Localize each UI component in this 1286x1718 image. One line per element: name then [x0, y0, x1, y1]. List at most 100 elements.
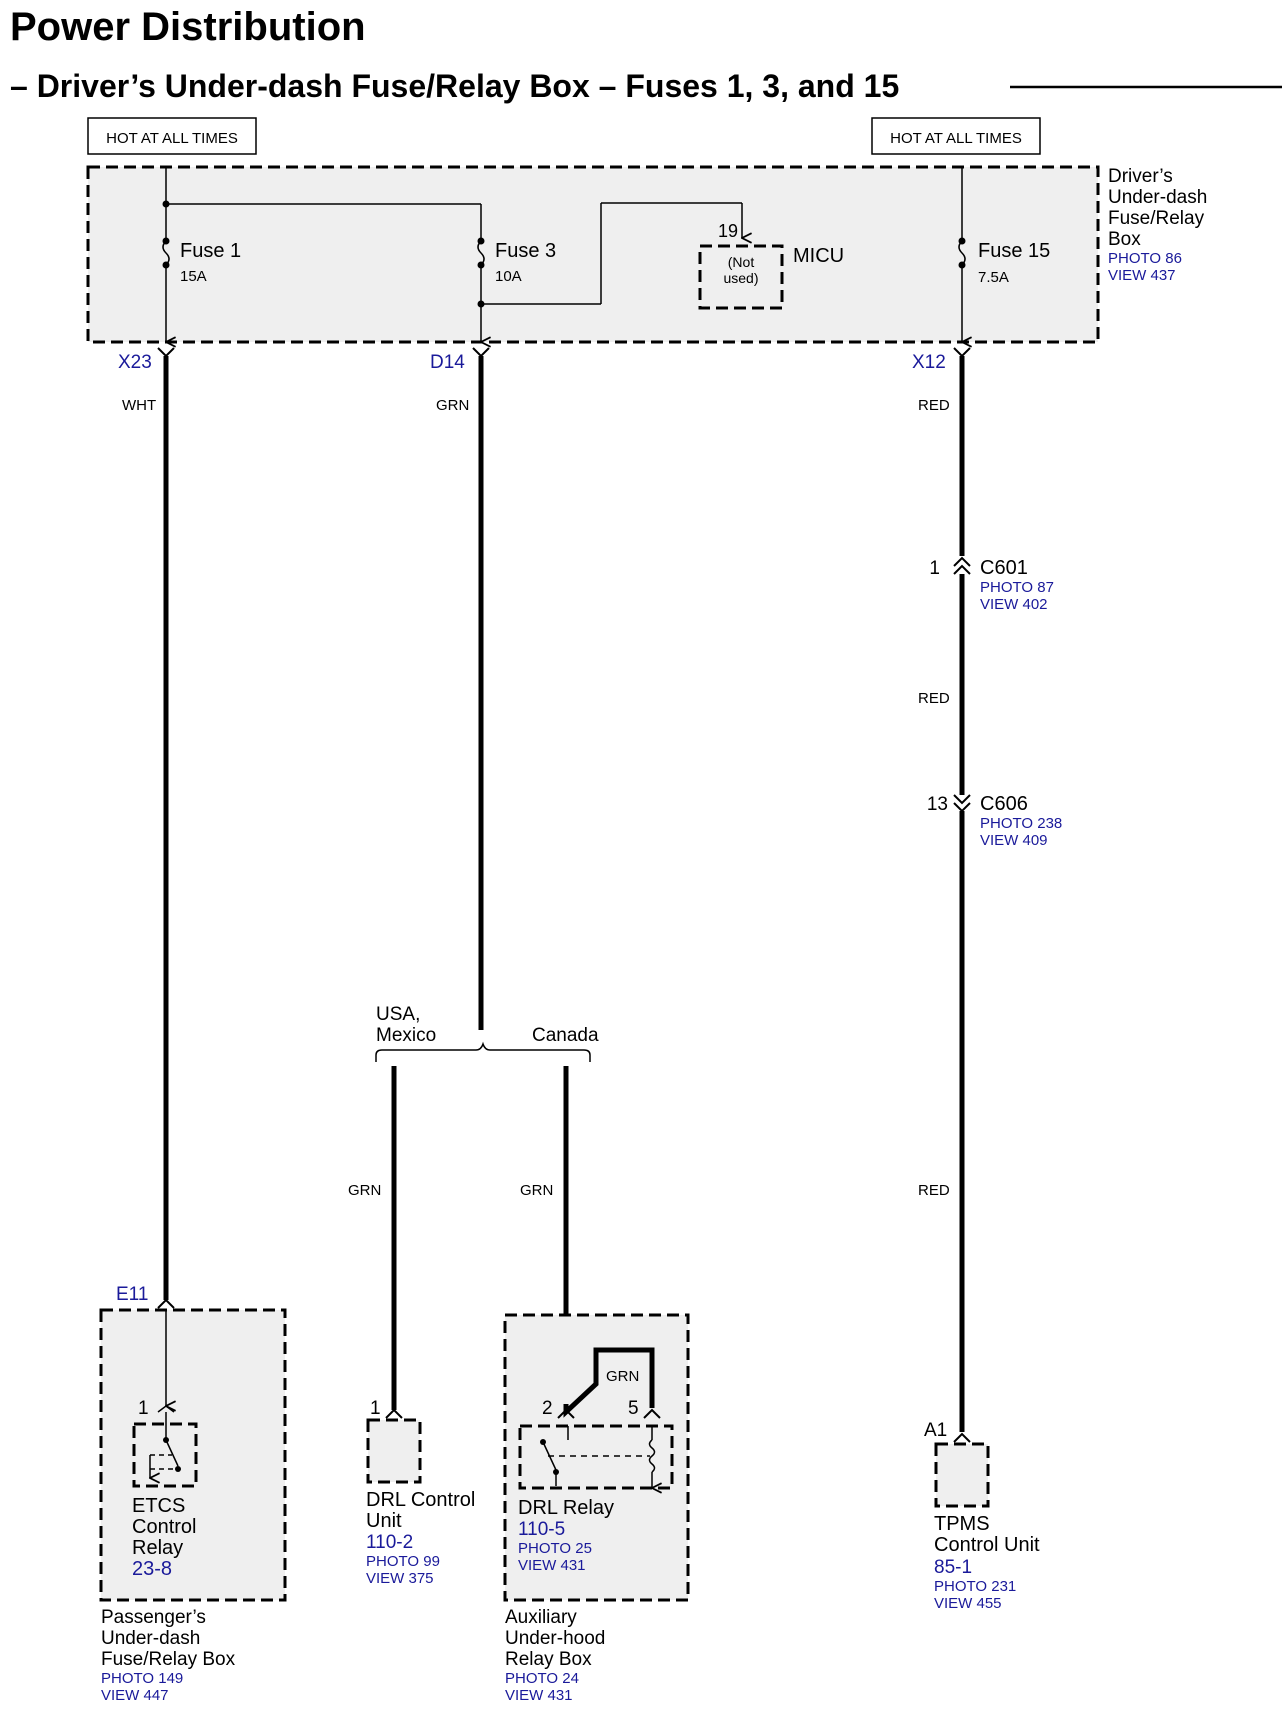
svg-text:VIEW 375: VIEW 375: [366, 1570, 434, 1587]
etcs-pin: 1: [138, 1398, 149, 1419]
svg-text:PHOTO 99: PHOTO 99: [366, 1553, 440, 1570]
svg-text:85-1: 85-1: [934, 1557, 972, 1578]
svg-text:110-5: 110-5: [518, 1519, 565, 1540]
fuse-15-label: Fuse 15: [978, 240, 1050, 262]
svg-text:Under-hood: Under-hood: [505, 1628, 605, 1649]
svg-text:VIEW 402: VIEW 402: [980, 596, 1048, 613]
tpms-pin: A1: [924, 1420, 947, 1441]
driver-box-label: Driver’s Under-dash Fuse/Relay Box PHOTO…: [1108, 166, 1207, 284]
micu-note-line-1: (Not: [728, 254, 755, 270]
etcs-ref: 23-8: [132, 1558, 172, 1580]
drl-control-terminal: [385, 1408, 403, 1419]
drl-control-label: DRL Control Unit 110-2 PHOTO 99 VIEW 375: [366, 1489, 475, 1587]
wire-color-red-2: RED: [918, 690, 950, 707]
wire-color-red-3: RED: [918, 1182, 950, 1199]
terminal-x12: X12: [912, 352, 946, 373]
fuse-1-label: Fuse 1: [180, 240, 241, 262]
fuse-3-label: Fuse 3: [495, 240, 556, 262]
svg-text:DRL Relay: DRL Relay: [518, 1497, 614, 1519]
svg-text:TPMS: TPMS: [934, 1513, 990, 1535]
svg-text:PHOTO 87: PHOTO 87: [980, 579, 1054, 596]
wire-grn-main: [472, 347, 490, 1030]
hot-label-box-right: [871, 117, 1041, 155]
svg-text:PHOTO 86: PHOTO 86: [1108, 250, 1182, 267]
svg-text:Auxiliary: Auxiliary: [505, 1607, 577, 1628]
drl-relay-pin-5: 5: [628, 1398, 639, 1419]
page-title: Power Distribution: [10, 5, 366, 49]
branch-canada: Canada: [532, 1025, 599, 1046]
drl-relay-label: DRL Relay 110-5 PHOTO 25 VIEW 431: [518, 1497, 614, 1574]
aux-box-label: Auxiliary Under-hood Relay Box PHOTO 24 …: [505, 1607, 605, 1704]
terminal-e11: E11: [116, 1284, 148, 1305]
drl-control-unit: [366, 1418, 422, 1484]
etcs-line-1: ETCS: [132, 1495, 185, 1517]
wire-color-grn-left: GRN: [348, 1182, 381, 1199]
micu-note-line-2: used): [723, 270, 758, 286]
svg-text:Under-dash: Under-dash: [1108, 187, 1207, 208]
micu-box: [698, 244, 784, 310]
branch-usa-line-2: Mexico: [376, 1025, 436, 1046]
svg-text:110-2: 110-2: [366, 1532, 413, 1553]
svg-text:PHOTO 149: PHOTO 149: [101, 1670, 183, 1687]
svg-text:13: 13: [927, 794, 948, 815]
svg-text:C601: C601: [980, 557, 1028, 579]
terminal-d14: D14: [430, 352, 465, 373]
svg-text:VIEW 431: VIEW 431: [518, 1557, 586, 1574]
svg-text:Passenger’s: Passenger’s: [101, 1607, 206, 1628]
fuse-3: [477, 237, 485, 343]
branch-split: [375, 1041, 591, 1062]
terminal-x23: X23: [118, 352, 152, 373]
svg-text:VIEW 437: VIEW 437: [1108, 267, 1176, 284]
svg-text:1: 1: [929, 558, 940, 579]
svg-text:PHOTO 231: PHOTO 231: [934, 1578, 1016, 1595]
wire-wht: [157, 347, 175, 1300]
hot-label-box-left: [87, 117, 257, 155]
passenger-box-label: Passenger’s Under-dash Fuse/Relay Box PH…: [101, 1607, 236, 1704]
micu-label: MICU: [793, 245, 844, 267]
wire-color-wht: WHT: [122, 397, 156, 414]
fuse-15-rating: 7.5A: [978, 269, 1009, 286]
svg-text:C606: C606: [980, 793, 1028, 815]
svg-text:Box: Box: [1108, 229, 1141, 250]
etcs-relay-wiring: [132, 1310, 198, 1488]
svg-text:Unit: Unit: [366, 1510, 402, 1532]
wire-color-grn-main: GRN: [436, 397, 469, 414]
connector-c606: 13 C606 PHOTO 238 VIEW 409: [927, 793, 1062, 849]
page-subtitle: – Driver’s Under-dash Fuse/Relay Box – F…: [10, 68, 899, 104]
svg-text:PHOTO 238: PHOTO 238: [980, 815, 1062, 832]
etcs-line-3: Relay: [132, 1537, 183, 1559]
driver-fuse-box: [86, 165, 1100, 344]
drl-relay-wiring: [518, 1347, 674, 1488]
wire-color-red-1: RED: [918, 397, 950, 414]
fuse-1-rating: 15A: [180, 268, 207, 285]
svg-text:VIEW 447: VIEW 447: [101, 1687, 169, 1704]
passenger-fuse-box: [99, 1308, 287, 1602]
hot-label-right: HOT AT ALL TIMES: [890, 130, 1022, 147]
hot-label-left: HOT AT ALL TIMES: [106, 130, 238, 147]
svg-text:Control Unit: Control Unit: [934, 1534, 1040, 1556]
fuse-15: [958, 237, 966, 343]
wire-red: [953, 347, 971, 1443]
wire-color-grn-right: GRN: [520, 1182, 553, 1199]
svg-text:VIEW 409: VIEW 409: [980, 832, 1048, 849]
tpms-control-unit: [934, 1442, 990, 1508]
svg-text:VIEW 431: VIEW 431: [505, 1687, 573, 1704]
tpms-label: TPMS Control Unit 85-1 PHOTO 231 VIEW 45…: [934, 1513, 1040, 1612]
micu-pin: 19: [718, 221, 738, 241]
drl-relay-pin-2: 2: [542, 1398, 553, 1419]
branch-usa-line-1: USA,: [376, 1004, 420, 1025]
drl-control-pin: 1: [370, 1398, 381, 1419]
svg-text:Fuse/Relay Box: Fuse/Relay Box: [101, 1649, 236, 1670]
wire-color-grn-relay: GRN: [606, 1368, 639, 1385]
e11-terminal-mark: [157, 1298, 175, 1309]
svg-text:PHOTO 25: PHOTO 25: [518, 1540, 592, 1557]
etcs-line-2: Control: [132, 1516, 196, 1538]
svg-text:Relay Box: Relay Box: [505, 1649, 592, 1670]
svg-text:DRL Control: DRL Control: [366, 1489, 475, 1511]
svg-text:PHOTO 24: PHOTO 24: [505, 1670, 579, 1687]
svg-text:Under-dash: Under-dash: [101, 1628, 200, 1649]
connector-c601: 1 C601 PHOTO 87 VIEW 402: [929, 557, 1054, 613]
fuse-1: [162, 237, 170, 343]
fuse-3-rating: 10A: [495, 268, 522, 285]
